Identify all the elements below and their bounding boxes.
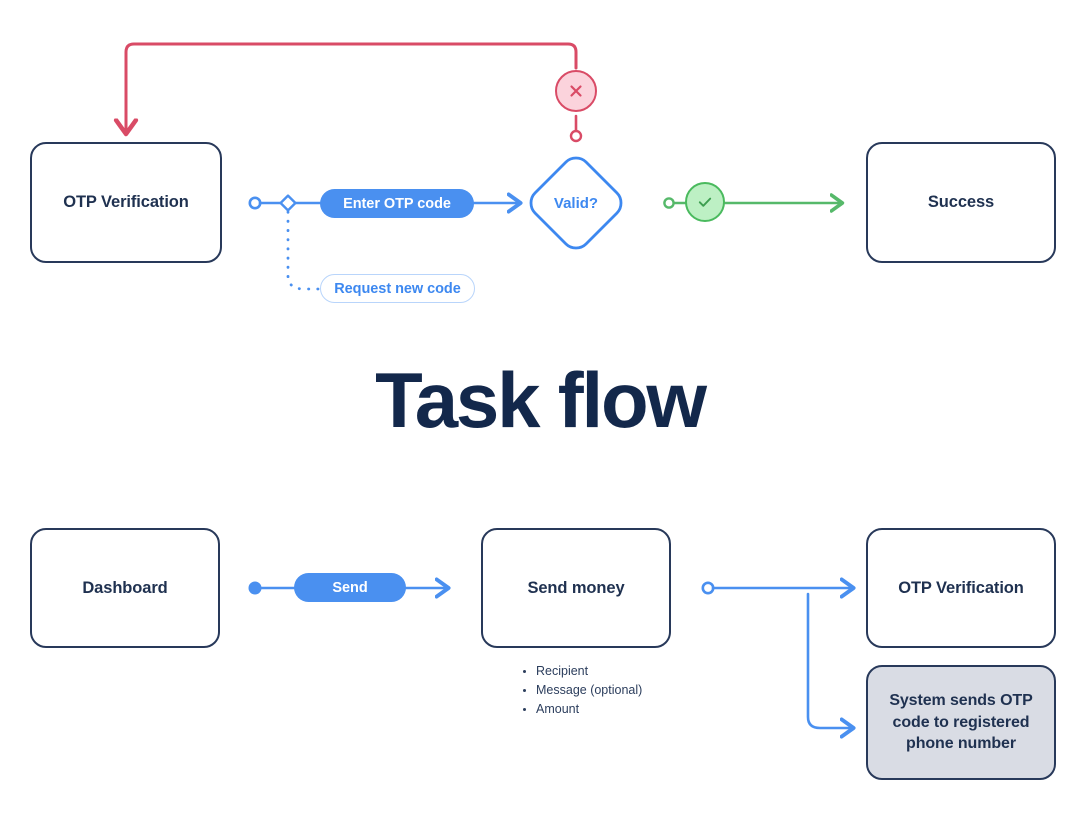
node-system-sends-otp-note: System sends OTP code to registered phon… <box>866 665 1056 780</box>
check-icon <box>698 197 712 207</box>
action-enter-otp-code[interactable]: Enter OTP code <box>320 189 474 218</box>
list-item: Amount <box>522 700 642 719</box>
send-money-requirements-list: Recipient Message (optional) Amount <box>522 662 642 719</box>
decision-valid-label: Valid? <box>553 194 599 212</box>
list-item: Message (optional) <box>522 681 642 700</box>
edge-request-new-code-dotted <box>286 210 324 291</box>
diamond-shape-icon <box>529 156 623 250</box>
close-x-icon <box>570 85 582 97</box>
node-dashboard[interactable]: Dashboard <box>30 528 220 648</box>
page-title: Task flow <box>375 356 707 444</box>
badge-invalid-close-x-icon <box>555 70 597 112</box>
node-send-money[interactable]: Send money <box>481 528 671 648</box>
action-request-new-code[interactable]: Request new code <box>320 274 475 303</box>
action-send[interactable]: Send <box>294 573 406 602</box>
node-otp-verification-bottom[interactable]: OTP Verification <box>866 528 1056 648</box>
node-success[interactable]: Success <box>866 142 1056 263</box>
edge-invalid-return-path <box>126 42 583 143</box>
list-item: Recipient <box>522 662 642 681</box>
node-otp-verification-top[interactable]: OTP Verification <box>30 142 222 263</box>
decision-valid[interactable]: Valid? <box>524 151 628 255</box>
edge-send-money-branch-path <box>701 583 851 728</box>
badge-valid-check-icon <box>685 182 725 222</box>
